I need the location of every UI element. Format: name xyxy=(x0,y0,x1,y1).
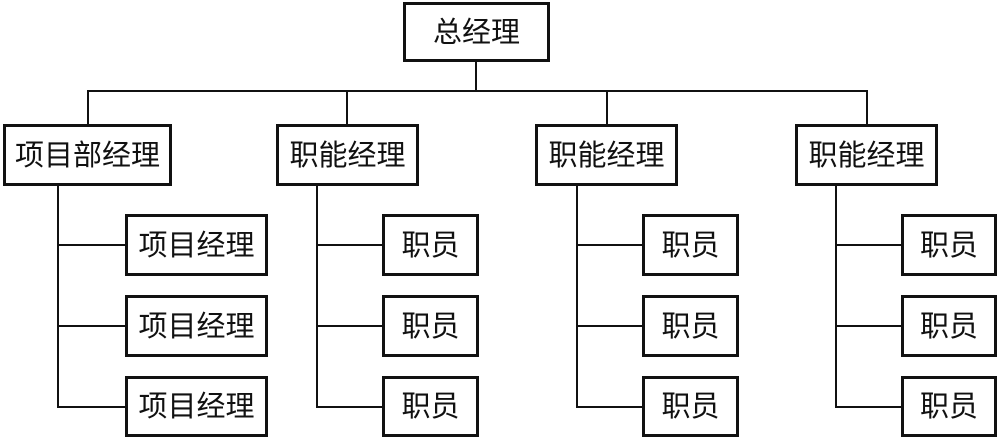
node-branch-4-child-1: 职员 xyxy=(901,214,997,276)
connector-branch-1-child-3 xyxy=(57,406,127,408)
connector-branch-3-child-2 xyxy=(576,325,644,327)
node-branch-4-child-3: 职员 xyxy=(901,376,997,437)
node-branch-3-child-1: 职员 xyxy=(642,214,739,276)
connector-branch-3-child-3 xyxy=(576,406,644,408)
node-branch-3-child-2: 职员 xyxy=(642,295,739,357)
connector-branch-4-spine xyxy=(835,184,837,407)
node-branch-4: 职能经理 xyxy=(795,124,938,186)
node-branch-3-child-3: 职员 xyxy=(642,376,739,437)
node-branch-2-child-1: 职员 xyxy=(382,214,479,276)
node-root: 总经理 xyxy=(403,2,550,62)
connector-branch-4-child-1 xyxy=(835,244,903,246)
node-branch-2: 职能经理 xyxy=(276,124,419,186)
node-branch-1-child-1: 项目经理 xyxy=(125,214,268,276)
connector-branch-2-spine xyxy=(316,184,318,407)
node-branch-1-child-2: 项目经理 xyxy=(125,295,268,357)
node-branch-1-child-3: 项目经理 xyxy=(125,376,268,437)
connector-branch-1-child-2 xyxy=(57,325,127,327)
connector-branch-2-child-3 xyxy=(316,406,384,408)
node-branch-3: 职能经理 xyxy=(535,124,678,186)
connector-branch-4-child-2 xyxy=(835,325,903,327)
connector-branch-1-child-1 xyxy=(57,244,127,246)
connector-branch-3-spine xyxy=(576,184,578,407)
node-branch-1: 项目部经理 xyxy=(3,124,172,186)
node-branch-2-child-2: 职员 xyxy=(382,295,479,357)
connector-branch-4-child-3 xyxy=(835,406,903,408)
connector-branch-1-down xyxy=(87,90,89,126)
connector-branch-4-down xyxy=(866,90,868,126)
connector-branch-3-child-1 xyxy=(576,244,644,246)
connector-branch-3-down xyxy=(606,90,608,126)
node-branch-2-child-3: 职员 xyxy=(382,376,479,437)
connector-branch-2-child-2 xyxy=(316,325,384,327)
connector-branch-2-down xyxy=(346,90,348,126)
connector-branch-1-spine xyxy=(57,184,59,407)
connector-branch-2-child-1 xyxy=(316,244,384,246)
node-branch-4-child-2: 职员 xyxy=(901,295,997,357)
connector-branch-bus xyxy=(87,90,867,92)
connector-root-down xyxy=(475,60,477,91)
